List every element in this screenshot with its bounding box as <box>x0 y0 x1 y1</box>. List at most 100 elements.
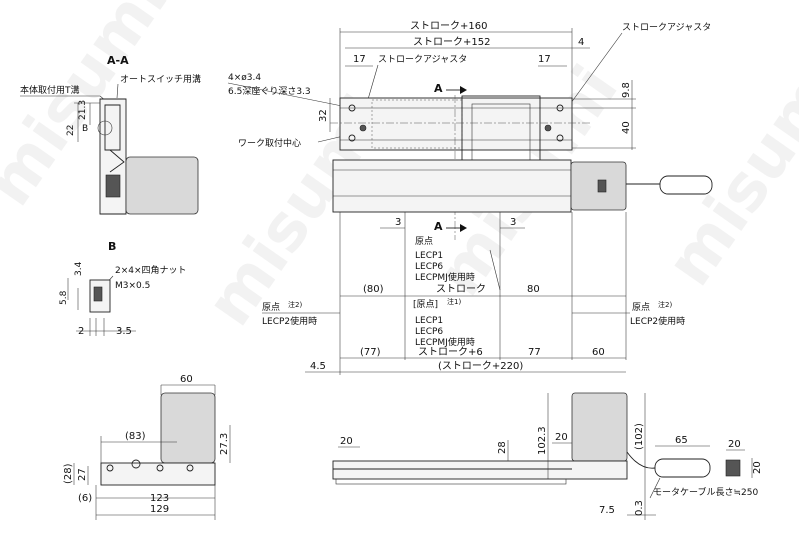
side-body <box>332 460 628 480</box>
b-detail-circle <box>97 120 113 136</box>
side-cable-plug <box>654 458 711 478</box>
top-view: ストローク+160 ストローク+152 4 ストロークアジャスタ ストロークアジ… <box>227 20 713 240</box>
label-a-top: A <box>434 82 443 95</box>
end-view: 60 (83) 27.3 (28) 27 (6) 123 129 <box>63 374 231 520</box>
label-b-ref: B <box>82 124 88 134</box>
dim-20-mid: 20 <box>555 432 568 443</box>
dim-32: 32 <box>318 109 329 122</box>
dim-28: (28) <box>63 463 74 484</box>
dim-77-paren: (77) <box>360 347 381 358</box>
dim-22: 22 <box>66 125 76 136</box>
dim-40: 40 <box>621 121 632 134</box>
side-base <box>335 478 567 485</box>
watermark-text-4: misumi <box>652 43 799 299</box>
dim-80: 80 <box>527 284 540 295</box>
dim-27-3: 27.3 <box>219 433 230 455</box>
aa-nut-block <box>105 174 121 198</box>
lecp-group2-2: LECPMJ使用時 <box>415 336 475 348</box>
dim-9-8: 9.8 <box>621 82 632 98</box>
label-origin-bracket: [原点] <box>413 299 438 310</box>
dim-stroke: ストローク <box>436 283 486 295</box>
leader-autoswitch <box>116 83 119 99</box>
note-1: 注1) <box>447 297 461 306</box>
label-cable-length: モータケーブル長さ≒250 <box>653 486 758 498</box>
aa-guide <box>109 149 125 173</box>
lecp-group1-0: LECP1 <box>415 251 443 261</box>
dim-28-side: 28 <box>497 441 508 454</box>
dim-77: 77 <box>528 347 541 358</box>
end-hole-4 <box>186 464 194 472</box>
top-plate <box>339 97 573 151</box>
lecp2-right: LECP2使用時 <box>630 315 685 327</box>
dim-20-left: 20 <box>340 436 353 447</box>
section-aa-title: A-A <box>107 54 129 67</box>
dim-stroke160: ストローク+160 <box>410 20 487 32</box>
leader-holes <box>227 82 343 107</box>
label-square-nut: 2×4×四角ナット <box>115 264 187 276</box>
label-adjuster-right: ストロークアジャスタ <box>622 22 711 33</box>
origin-left: 原点 <box>262 302 280 313</box>
hole-3 <box>556 104 564 112</box>
dim-3-5: 3.5 <box>116 326 132 337</box>
label-holes-2: 6.5深座ぐり深さ3.3 <box>228 85 311 97</box>
dim-6: (6) <box>78 493 92 504</box>
dim-60-end: 60 <box>180 374 193 385</box>
label-adjuster-left: ストロークアジャスタ <box>378 54 467 65</box>
label-autoswitch-groove: オートスイッチ用溝 <box>120 73 201 85</box>
dim-60: 60 <box>592 347 605 358</box>
dim-3-4: 3.4 <box>74 261 84 276</box>
side-motor <box>571 392 628 462</box>
side-connector <box>725 459 741 477</box>
arrowhead-a-top <box>460 86 467 94</box>
b-nut <box>93 286 103 302</box>
lecp2-left: LECP2使用時 <box>262 315 317 327</box>
leader-origin <box>489 249 501 291</box>
end-body <box>100 462 216 486</box>
lecp-group1-2: LECPMJ使用時 <box>415 271 475 283</box>
hole-4 <box>556 134 564 142</box>
dim-80-paren: (80) <box>363 284 384 295</box>
dim-83: (83) <box>125 431 146 442</box>
dim-20-right: 20 <box>728 439 741 450</box>
end-motor <box>160 392 216 464</box>
adjuster-right <box>544 124 552 132</box>
dim-stroke220: (ストローク+220) <box>438 360 523 372</box>
dim-3-right: 3 <box>510 217 516 228</box>
end-hole-2 <box>131 459 141 469</box>
dim-stroke152: ストローク+152 <box>413 36 490 48</box>
dim-7-5: 7.5 <box>599 505 615 516</box>
end-hole-1 <box>106 464 114 472</box>
dim-2: 2 <box>78 326 84 337</box>
aa-motor <box>125 156 199 215</box>
dim-102-3: 102.3 <box>537 426 548 455</box>
detail-b-view: B 2×4×四角ナット M3×0.5 3.4 5.8 2 3.5 <box>59 240 187 337</box>
label-origin: 原点 <box>415 236 433 247</box>
side-view: 20 28 102.3 20 (102) 65 20 20 モータケーブル長さ≒… <box>332 392 763 520</box>
actuator-body <box>332 159 572 213</box>
label-work-center: ワーク取付中心 <box>238 137 301 149</box>
dim-129: 129 <box>150 504 169 515</box>
hole-1 <box>348 104 356 112</box>
dim-17-right: 17 <box>538 54 551 65</box>
dim-17-left: 17 <box>353 54 366 65</box>
section-aa-view: A-A オートスイッチ用溝 本体取付用T溝 21.3 22 B <box>20 54 201 215</box>
dim-21-3: 21.3 <box>78 100 88 120</box>
cable-plug <box>659 175 713 195</box>
motor-connector <box>597 179 607 193</box>
leader-cable <box>649 477 661 499</box>
dim-3-left: 3 <box>395 217 401 228</box>
dim-65: 65 <box>675 435 688 446</box>
end-hole-3 <box>156 464 164 472</box>
label-holes-1: 4×ø3.4 <box>228 73 261 83</box>
dim-123: 123 <box>150 493 169 504</box>
label-tslot: 本体取付用T溝 <box>20 84 80 96</box>
dim-5-8: 5.8 <box>59 290 69 305</box>
dim-20-vert: 20 <box>752 461 763 474</box>
note2-left: 注2) <box>288 300 302 309</box>
dim-0-3: 0.3 <box>634 500 645 516</box>
adjuster-left <box>359 124 367 132</box>
dim-102: (102) <box>634 423 645 450</box>
detail-b-title: B <box>108 240 116 253</box>
note2-right: 注2) <box>658 300 672 309</box>
